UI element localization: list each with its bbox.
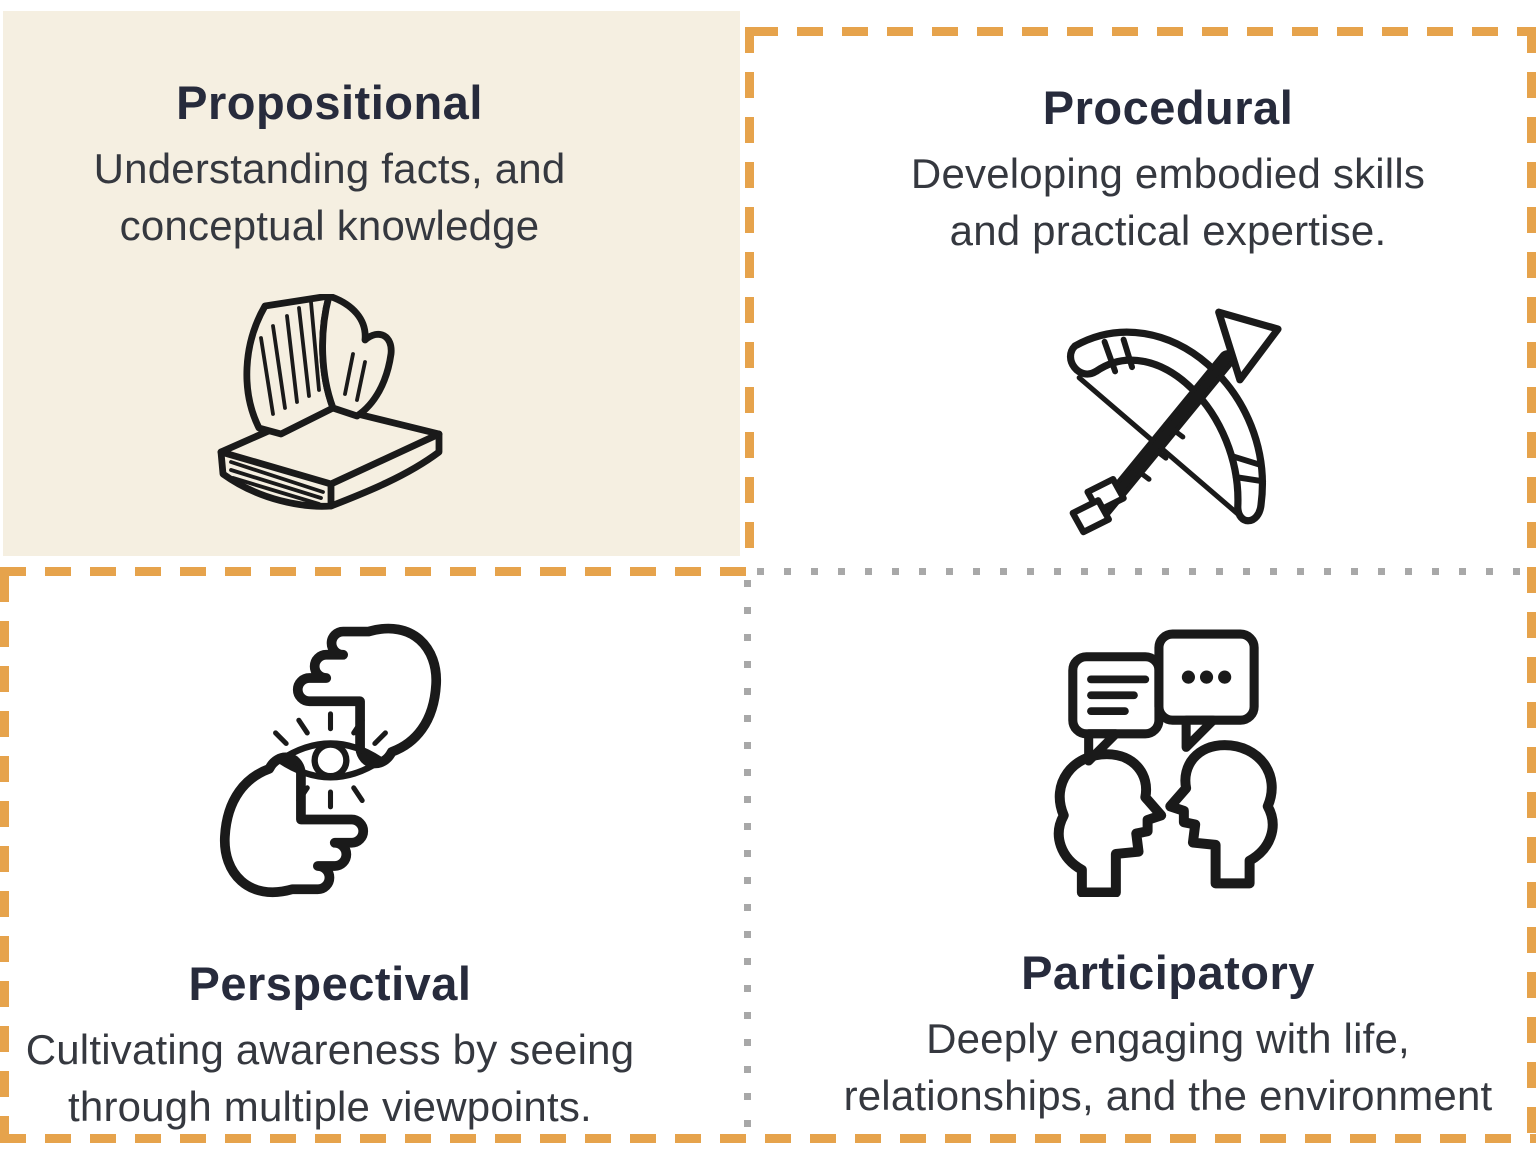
quadrant-propositional: Propositional Understanding facts, and c… — [3, 11, 740, 556]
two-heads-conversation-icon — [1032, 625, 1304, 897]
right-border-dashed-line — [1527, 27, 1536, 1141]
framing-hands-eye-icon — [212, 621, 449, 904]
participatory-title: Participatory — [1021, 946, 1315, 999]
participatory-description: Deeply engaging with life, relationships… — [843, 1015, 1493, 1119]
open-book-icon — [205, 293, 455, 530]
center-vertical-dotted-line — [744, 580, 751, 1130]
perspectival-title: Perspectival — [188, 957, 472, 1010]
propositional-title: Propositional — [176, 76, 483, 129]
left-border-dashed-line — [0, 576, 9, 1137]
propositional-description: Understanding facts, and conceptual know… — [93, 145, 566, 249]
center-horizontal-dashed-line — [0, 567, 748, 576]
center-vertical-dashed-line — [745, 27, 754, 567]
bottom-border-dashed-line — [0, 1134, 1536, 1143]
quadrant-participatory: Participatory Deeply engaging with life,… — [754, 575, 1526, 1131]
top-border-dashed-line — [752, 27, 1536, 36]
center-horizontal-dotted-line — [757, 568, 1521, 575]
quadrant-perspectival: Perspectival Cultivating awareness by se… — [3, 575, 743, 1131]
procedural-title: Procedural — [1042, 81, 1294, 134]
bow-and-arrow-icon — [1039, 293, 1297, 547]
quadrant-procedural: Procedural Developing embodied skills an… — [754, 36, 1526, 566]
perspectival-description: Cultivating awareness by seeing through … — [25, 1026, 635, 1130]
procedural-description: Developing embodied skills and practical… — [910, 150, 1426, 254]
